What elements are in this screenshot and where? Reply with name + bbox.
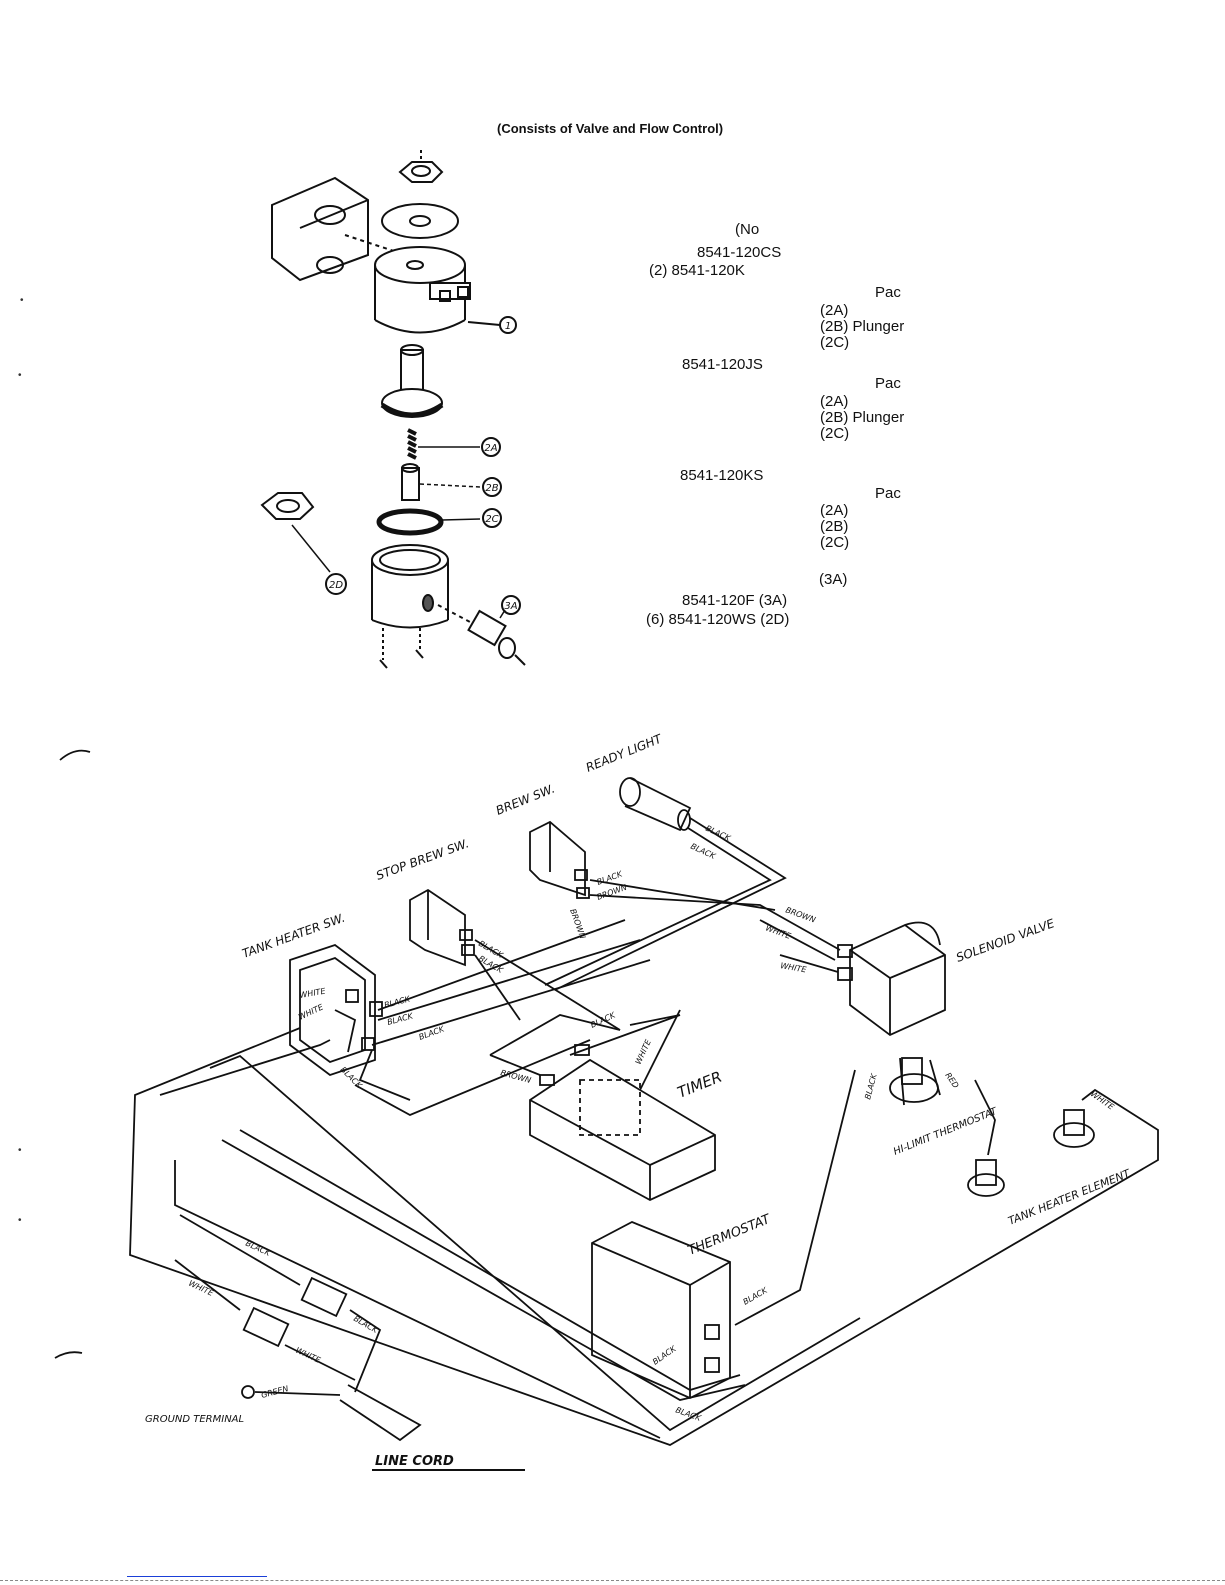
scan-mark: •	[20, 295, 24, 306]
wire-label-black: BLACK	[477, 954, 505, 975]
wire-label-black: BLACK	[674, 1405, 702, 1423]
hex-nut-top	[398, 150, 444, 183]
parts-line: (2) 8541-120K	[649, 262, 745, 279]
thermostat	[591, 1221, 731, 1399]
wire-label-black: BLACK	[386, 1011, 414, 1027]
valve-body	[371, 544, 449, 669]
wire-label-white: WHITE	[764, 923, 793, 941]
parts-line: (2A)	[820, 502, 849, 519]
callout-2a: 2A	[484, 443, 497, 454]
brew-switch	[529, 820, 590, 899]
label-tank-heater-element: TANK HEATER ELEMENT	[1006, 1166, 1133, 1227]
side-hex-nut	[260, 492, 315, 520]
wire-label-white: WHITE	[780, 961, 808, 975]
parts-line: 8541-120KS	[680, 467, 764, 484]
parts-line: 8541-120CS	[697, 244, 782, 261]
parts-line: (3A)	[819, 571, 848, 588]
label-timer: TIMER	[675, 1068, 725, 1102]
wire-label-black: BLACK	[418, 1024, 446, 1042]
callout-1: 1	[505, 321, 511, 332]
timer	[529, 1044, 716, 1202]
wire-label-white: WHITE	[1089, 1089, 1116, 1112]
washer	[381, 203, 459, 239]
wire-label-black: BLACK	[477, 939, 505, 960]
parts-line: Pac	[875, 375, 901, 392]
wire-label-black: BLACK	[704, 824, 732, 844]
wire-label-white: WHITE	[294, 1346, 322, 1366]
parts-line: (2C)	[820, 334, 850, 351]
o-ring	[376, 508, 444, 536]
wire-label-white: WHITE	[297, 1002, 325, 1022]
label-stop-brew-switch: STOP BREW SW.	[374, 836, 470, 883]
parts-line: (2A)	[820, 302, 849, 319]
wire-label-brown: BROWN	[568, 908, 587, 940]
wire-label-black: BLACK	[863, 1072, 879, 1100]
page-bottom-rule	[0, 1580, 1225, 1581]
wire-label-white: WHITE	[299, 986, 327, 1000]
tank-heater-switch	[289, 943, 383, 1077]
label-ground-terminal: GROUND TERMINAL	[145, 1414, 244, 1425]
callout-2b: 2B	[485, 483, 498, 494]
label-ready-light: READY LIGHT	[584, 731, 665, 775]
parts-line: 8541-120JS	[682, 356, 763, 373]
wire-label-brown: BROWN	[596, 883, 628, 902]
stop-brew-switch	[409, 888, 475, 967]
parts-line: (6) 8541-120WS (2D)	[646, 611, 790, 628]
valve-plate	[380, 388, 444, 418]
parts-line: (2B) Plunger	[820, 409, 905, 426]
wire-label-black: BLACK	[383, 994, 411, 1010]
label-line-cord: LINE CORD	[375, 1454, 454, 1469]
callout-2c: 2C	[485, 514, 498, 525]
bottom-link-underline	[127, 1576, 267, 1577]
label-thermostat: THERMOSTAT	[686, 1212, 774, 1259]
core-tube	[400, 344, 424, 401]
parts-line: (No	[735, 221, 760, 238]
line-cord-plug	[241, 1276, 348, 1399]
solenoid-valve	[837, 921, 946, 1037]
wire-label-black: BLACK	[244, 1239, 272, 1259]
tank-heater-element	[967, 1109, 1095, 1197]
hi-limit-thermostat	[889, 1057, 941, 1106]
mounting-bracket	[271, 176, 369, 282]
wire-label-brown: BROWN	[784, 905, 816, 924]
wire-label-red: RED	[943, 1071, 960, 1090]
parts-line: Pac	[875, 485, 901, 502]
parts-line: (2B) Plunger	[820, 318, 905, 335]
scan-mark: •	[18, 370, 22, 381]
wire-label-black: BLACK	[339, 1065, 364, 1090]
flow-control-fitting	[437, 604, 526, 666]
parts-line: (2A)	[820, 393, 849, 410]
wire-label-black: BLACK	[589, 1010, 617, 1030]
label-brew-switch: BREW SW.	[494, 782, 557, 818]
label-solenoid-valve: SOLENOID VALVE	[954, 916, 1056, 965]
parts-line: (2C)	[820, 425, 850, 442]
wire-label-green: GREEN	[260, 1384, 289, 1400]
plunger	[401, 463, 420, 501]
solenoid-coil	[374, 246, 471, 334]
parts-line: 8541-120F (3A)	[682, 592, 788, 609]
label-tank-heater-switch: TANK HEATER SW.	[240, 911, 347, 961]
scan-mark: •	[18, 1215, 22, 1226]
wire-label-white: WHITE	[634, 1037, 654, 1065]
parts-line: (2C)	[820, 534, 850, 551]
parts-line: Pac	[875, 284, 901, 301]
callout-3a: 3A	[504, 601, 517, 612]
parts-line: (2B)	[820, 518, 849, 535]
wire-label-black: BLACK	[689, 842, 717, 862]
wire-label-brown: BROWN	[499, 1068, 532, 1085]
label-hi-limit-thermostat: HI-LIMIT THERMOSTAT	[892, 1106, 1000, 1158]
ready-light	[619, 777, 692, 832]
wire-label-black: BLACK	[596, 869, 624, 887]
wire-label-black: BLACK	[352, 1314, 380, 1335]
wire-label-black: BLACK	[651, 1344, 678, 1367]
page-caption: (Consists of Valve and Flow Control)	[497, 121, 724, 136]
scan-mark: •	[18, 1145, 22, 1156]
spring	[407, 428, 417, 460]
wire-label-black: BLACK	[742, 1285, 770, 1306]
callout-2d: 2D	[329, 580, 343, 591]
wire-label-white: WHITE	[187, 1279, 215, 1299]
